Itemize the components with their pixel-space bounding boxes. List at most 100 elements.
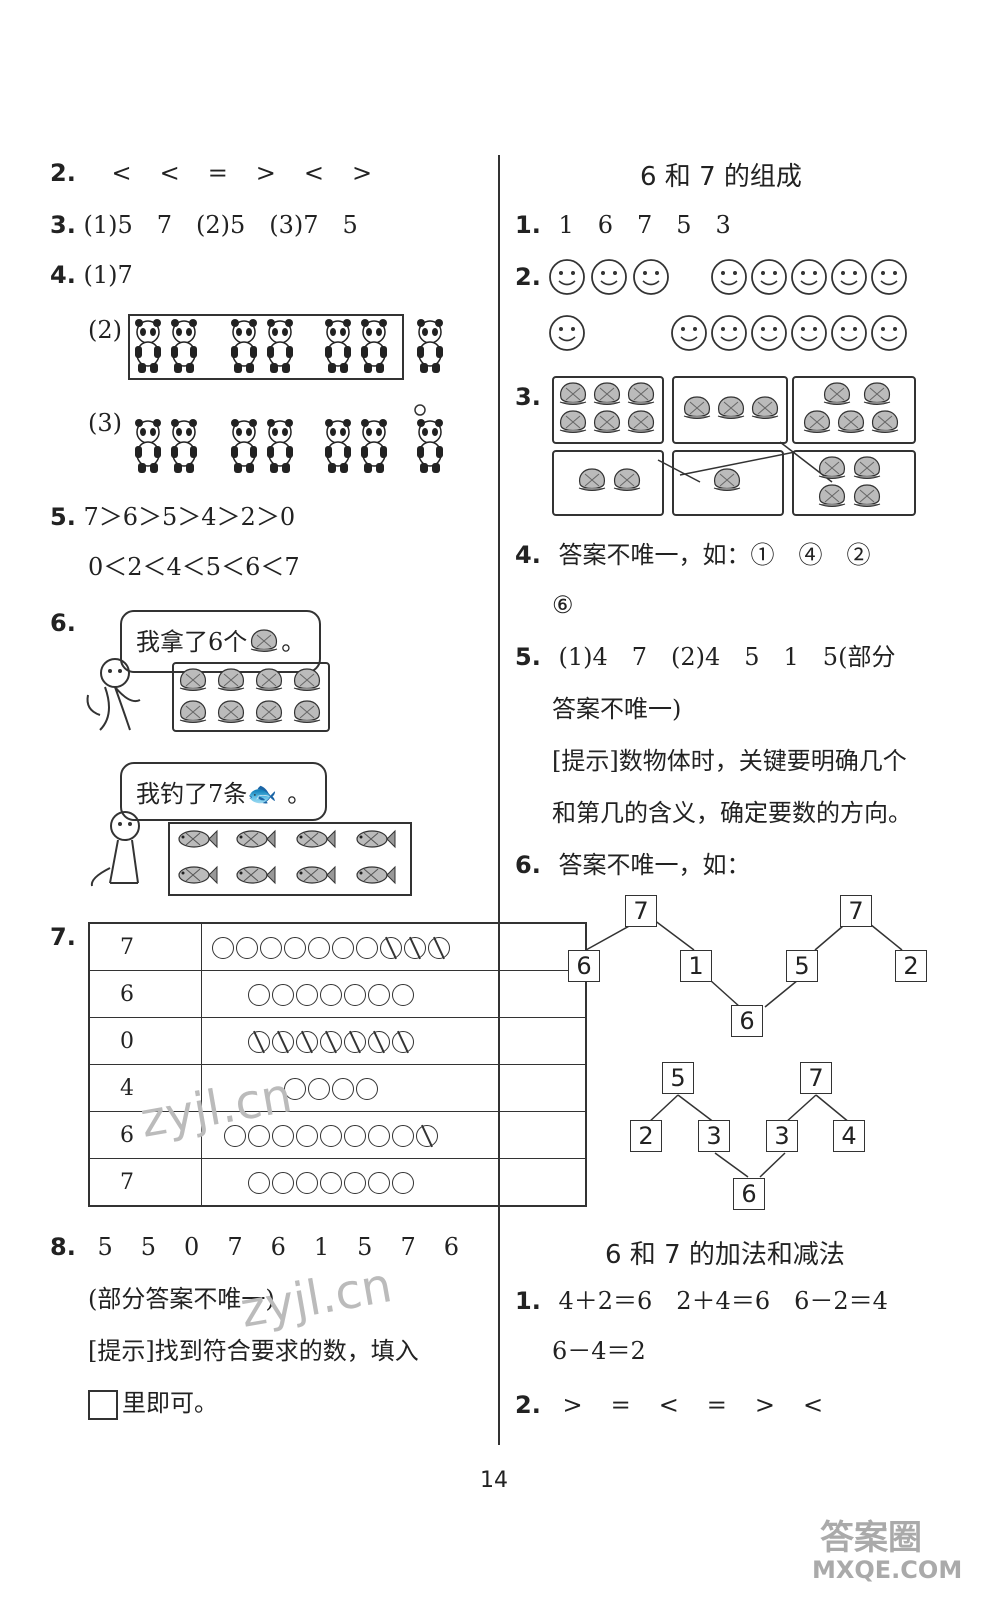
crossed-circle-icon xyxy=(320,1030,342,1053)
circle-icon xyxy=(308,936,330,959)
peach-icon xyxy=(680,394,714,426)
row-number: 6 xyxy=(88,970,202,1018)
small-circle-icon xyxy=(414,404,426,416)
circle-icon xyxy=(308,1077,330,1100)
smiley-face-icon xyxy=(590,258,628,300)
peach-icon xyxy=(815,482,849,514)
circle-icon xyxy=(392,983,414,1006)
answer-q5-line1: 5. 7＞6＞5＞4＞2＞0 xyxy=(50,503,296,531)
row-number: 7 xyxy=(88,1158,202,1207)
tree1-bottom: 6 xyxy=(731,1005,763,1037)
fish-icon: 🐟 xyxy=(247,780,278,808)
circle-icon xyxy=(248,1171,270,1194)
right-answer-add-q1-cont: 6－4＝2 xyxy=(552,1337,646,1365)
peach-icon xyxy=(575,466,609,498)
number-tree-2-lines xyxy=(647,1094,851,1178)
panda-icon xyxy=(262,318,298,378)
panda-icon xyxy=(320,318,356,378)
panda-icon xyxy=(166,418,202,478)
peach-box-2 xyxy=(552,450,664,516)
tree2-mid-1: 2 xyxy=(630,1120,662,1152)
peach-icon xyxy=(556,380,590,412)
circle-icon xyxy=(248,983,270,1006)
peach-box-1 xyxy=(672,450,784,516)
fish-icon xyxy=(232,826,276,856)
smiley-face-icon xyxy=(710,314,748,356)
table-row: 0 xyxy=(88,1017,587,1065)
monkey-icon xyxy=(86,658,141,731)
row-number: 7 xyxy=(88,922,202,971)
watermark-zyjl-2: zyjl.cn xyxy=(236,1257,397,1339)
panda-icon xyxy=(130,318,166,378)
peach-box-5 xyxy=(792,376,916,444)
circle-icon xyxy=(344,983,366,1006)
fish-icon xyxy=(174,826,218,856)
section-title-composition: 6 和 7 的组成 xyxy=(640,162,802,192)
peach-icon xyxy=(556,408,590,440)
crossed-circle-icon xyxy=(296,1030,318,1053)
circle-icon xyxy=(392,1124,414,1147)
peach-icon xyxy=(815,454,849,486)
fruit-icon xyxy=(247,627,281,661)
crossed-circle-icon xyxy=(380,936,402,959)
circle-icon xyxy=(296,1124,318,1147)
answer-box xyxy=(88,1389,118,1420)
tree2-mid-4: 4 xyxy=(833,1120,865,1152)
circle-icon xyxy=(272,1124,294,1147)
q8-hint: [提示]找到符合要求的数，填入 xyxy=(88,1337,419,1365)
peach-icon xyxy=(214,666,248,698)
peach-icon xyxy=(590,408,624,440)
right-q5-hint1: [提示]数物体时，关键要明确几个 xyxy=(552,747,907,775)
peach-box-3 xyxy=(672,376,788,444)
page-number: 14 xyxy=(480,1468,508,1493)
circle-icon xyxy=(356,936,378,959)
watermark-site: MXQE.COM xyxy=(812,1556,963,1584)
peach-box-4 xyxy=(792,450,916,516)
tree1-mid-3: 5 xyxy=(786,950,818,982)
right-answer-q4: 4. 答案不唯一，如：① ④ ② xyxy=(515,541,871,569)
answer-q5-line2: 0＜2＜4＜5＜6＜7 xyxy=(88,553,300,581)
right-answer-q6: 6. 答案不唯一，如： xyxy=(515,851,751,879)
circle-cell xyxy=(201,970,587,1018)
answer-q7-num: 7. xyxy=(50,923,76,951)
peach-icon xyxy=(850,454,884,486)
circle-icon xyxy=(284,1077,306,1100)
peach-icon xyxy=(252,698,286,730)
circle-icon xyxy=(368,983,390,1006)
row-number: 0 xyxy=(88,1017,202,1065)
crossed-circle-icon xyxy=(416,1124,438,1147)
peach-icon xyxy=(748,394,782,426)
circle-icon xyxy=(368,1171,390,1194)
circle-icon xyxy=(320,1124,342,1147)
circle-icon xyxy=(212,936,234,959)
right-answer-q1: 1. 1 6 7 5 3 xyxy=(515,211,731,239)
right-answer-q5-cont: 答案不唯一) xyxy=(552,695,682,723)
tree1-mid-1: 6 xyxy=(568,950,600,982)
tree1-mid-2: 1 xyxy=(680,950,712,982)
tiger-icon xyxy=(90,811,140,887)
circle-icon xyxy=(344,1171,366,1194)
circle-icon xyxy=(320,983,342,1006)
crossed-circle-icon xyxy=(344,1030,366,1053)
crossed-circle-icon xyxy=(428,936,450,959)
panda-icon xyxy=(356,418,392,478)
peach-icon xyxy=(800,408,834,440)
fish-icon xyxy=(292,862,336,892)
right-q5-hint2: 和第几的含义，确定要数的方向。 xyxy=(552,799,912,827)
circle-cell xyxy=(201,922,587,971)
right-answer-q4-cont: ⑥ xyxy=(552,591,574,619)
right-answer-q2-num: 2. xyxy=(515,263,541,291)
table-row: 7 xyxy=(88,1158,587,1207)
circle-icon xyxy=(272,983,294,1006)
tree2-mid-3: 3 xyxy=(766,1120,798,1152)
fish-group-box xyxy=(168,822,412,896)
circle-cell xyxy=(201,1111,587,1159)
peach-icon xyxy=(868,408,902,440)
tree1-mid-4: 2 xyxy=(895,950,927,982)
circle-icon xyxy=(344,1124,366,1147)
answer-q3: 3. (1)5 7 (2)5 (3)7 5 xyxy=(50,211,358,239)
table-row: 4 xyxy=(88,1064,587,1112)
peach-icon xyxy=(176,698,210,730)
tree2-mid-2: 3 xyxy=(698,1120,730,1152)
